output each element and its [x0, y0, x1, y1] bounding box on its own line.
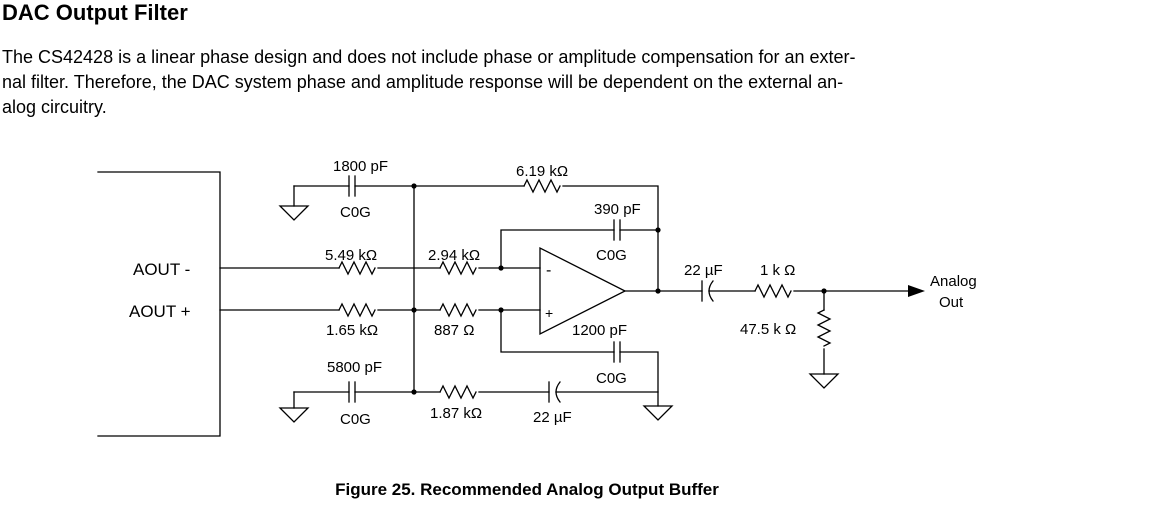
- label-c22u-out: 22 µF: [684, 262, 723, 279]
- res-549: [338, 260, 376, 276]
- opamp-minus-sign: -: [546, 262, 551, 279]
- label-r475: 47.5 k Ω: [740, 321, 796, 338]
- output-label-line1: Analog: [930, 273, 977, 290]
- ground-bottom-right: [642, 405, 674, 421]
- paragraph-line-3: alog circuitry.: [2, 97, 107, 117]
- res-1k: [754, 283, 792, 299]
- junction-opamp-out: [655, 288, 661, 294]
- res-187: [439, 384, 477, 400]
- pin-aout-plus-label: AOUT +: [129, 302, 191, 321]
- output-label-line2: Out: [939, 294, 964, 311]
- junction-390-right: [655, 227, 661, 233]
- paragraph-line-1: The CS42428 is a linear phase design and…: [2, 47, 856, 67]
- junction-noninverting: [498, 307, 504, 313]
- label-r1k: 1 k Ω: [760, 262, 795, 279]
- opamp-plus-sign: +: [545, 305, 553, 321]
- label-r294: 2.94 kΩ: [428, 247, 480, 264]
- label-c390: 390 pF: [594, 201, 641, 218]
- junction-bottom: [411, 389, 417, 395]
- res-887: [439, 302, 477, 318]
- figure-caption: Figure 25. Recommended Analog Output Buf…: [335, 480, 719, 499]
- res-475: [816, 309, 832, 347]
- wire-1200-right: [619, 351, 659, 407]
- junction-top: [411, 183, 417, 189]
- output-arrow: [908, 285, 925, 297]
- wire-619-right: [562, 185, 659, 291]
- body-paragraph: The CS42428 is a linear phase design and…: [2, 45, 1147, 120]
- label-r549: 5.49 kΩ: [325, 247, 377, 264]
- ground-top-left: [278, 205, 310, 221]
- label-r887: 887 Ω: [434, 322, 474, 339]
- label-c390-type: C0G: [596, 247, 627, 264]
- paragraph-line-2: nal filter. Therefore, the DAC system ph…: [2, 72, 844, 92]
- res-619: [523, 178, 561, 194]
- res-165: [338, 302, 376, 318]
- junction-aout-plus: [411, 307, 417, 313]
- label-r619: 6.19 kΩ: [516, 163, 568, 180]
- junction-inverting: [498, 265, 504, 271]
- junction-output: [821, 288, 827, 294]
- ground-output: [808, 373, 840, 389]
- label-c5800-type: C0G: [340, 411, 371, 428]
- wire-390-left: [500, 229, 615, 269]
- label-c1200-type: C0G: [596, 370, 627, 387]
- output-buffer-schematic: AOUT - AOUT + 1800 pF C0G 6.19 kΩ 390 pF…: [97, 158, 977, 437]
- label-c1800: 1800 pF: [333, 158, 388, 175]
- label-c5800: 5800 pF: [327, 359, 382, 376]
- label-c22u-bot: 22 µF: [533, 409, 572, 426]
- label-r187: 1.87 kΩ: [430, 405, 482, 422]
- pin-aout-minus-label: AOUT -: [133, 260, 190, 279]
- res-294: [439, 260, 477, 276]
- wire-1200-left: [500, 309, 615, 353]
- dac-chip-outline: [97, 171, 221, 437]
- label-r165: 1.65 kΩ: [326, 322, 378, 339]
- ground-bottom-left: [278, 407, 310, 423]
- label-c1200: 1200 pF: [572, 322, 627, 339]
- opamp-triangle: [539, 246, 627, 336]
- label-c1800-type: C0G: [340, 204, 371, 221]
- section-heading: DAC Output Filter: [2, 0, 188, 25]
